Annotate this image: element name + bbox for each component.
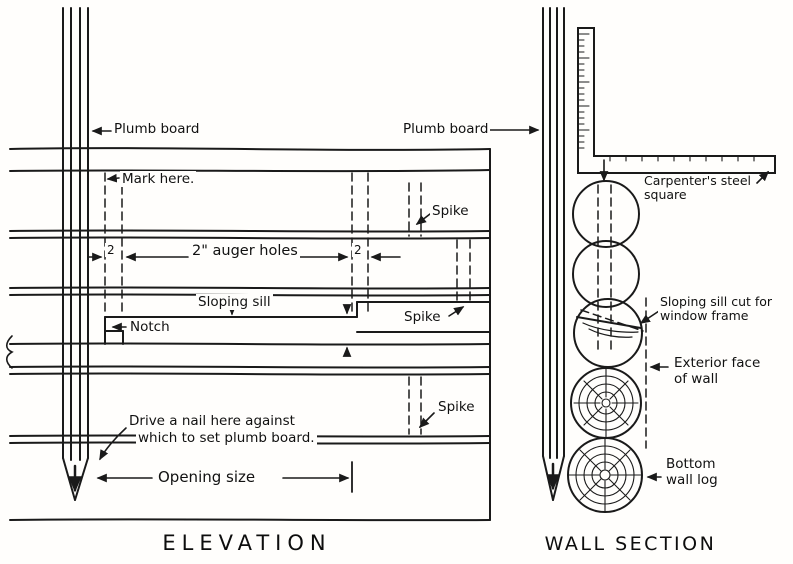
carpenters-square-label-line1: Carpenter's steel <box>644 173 751 188</box>
carpenters-square-label-line2: square <box>644 187 687 203</box>
spike-mid-label: Spike <box>402 309 443 326</box>
mark-here-leader-arrow <box>106 173 120 183</box>
spike-mid-leader-arrow <box>448 306 465 317</box>
spike-top-leader-arrow <box>415 213 431 225</box>
dim-2-right-label: 2 <box>352 243 364 258</box>
elevation-leaders-and-dimensions <box>87 126 465 493</box>
dim-2-left-label: 2 <box>105 243 117 258</box>
sill-cut-leader-arrow <box>639 310 660 324</box>
spike-bottom-leader-arrow <box>418 412 435 429</box>
wallsection-plumb-board-label: Plumb board <box>401 121 491 138</box>
drive-nail-note-line1: Drive a nail here against <box>127 413 297 430</box>
carpenters-square-ruler-ticks <box>577 33 755 162</box>
square-label-leader-arrow <box>756 170 770 184</box>
log-growth-rings <box>568 368 642 512</box>
exterior-face-label-line1: Exterior face <box>674 355 761 371</box>
exterior-face-label-line2: of wall <box>674 371 719 388</box>
sloping-sill-label: Sloping sill <box>196 294 273 311</box>
bottom-wall-log-label: Bottom wall log <box>664 456 720 489</box>
log-end-1 <box>572 180 640 248</box>
elevation-plumb-board-label: Plumb board <box>112 121 202 138</box>
elevation-plumb-board <box>62 7 89 501</box>
elevation-sloping-sill-outline <box>104 301 491 345</box>
bottom-wall-log-label-line2: wall log <box>666 472 718 489</box>
notch-label: Notch <box>128 319 172 336</box>
log-end-bottom <box>567 437 643 513</box>
elevation-title: ELEVATION <box>162 531 332 555</box>
log-end-sloping-sill <box>573 298 643 368</box>
spike-top-label: Spike <box>430 203 471 220</box>
wallsection-log-ends <box>567 180 643 513</box>
nail-note-leader-arrow <box>99 427 127 461</box>
carpenters-square-label: Carpenter's steel square <box>642 173 753 203</box>
wallsection-leaders <box>486 125 770 482</box>
wall-edge-mark <box>5 335 14 369</box>
sloping-sill-cut-label: Sloping sill cut for window frame <box>658 294 775 324</box>
bottom-wall-log-label-line1: Bottom <box>666 456 716 472</box>
wall-section-title: WALL SECTION <box>544 533 717 555</box>
wallsection-plumb-board <box>542 7 565 501</box>
sill-slope-hidden-line <box>580 309 644 332</box>
log-end-2 <box>572 240 640 308</box>
mark-here-label: Mark here. <box>120 171 197 188</box>
sloping-sill-cut-label-line2: window frame <box>660 308 749 324</box>
opening-size-label: Opening size <box>156 468 258 486</box>
wallsection-dashed-lines <box>580 184 647 449</box>
exterior-face-label: Exterior face of wall <box>672 355 763 388</box>
sloping-sill-cut-label-line1: Sloping sill cut for <box>660 294 773 309</box>
spike-bottom-label: Spike <box>436 399 477 416</box>
drive-nail-note-line2: which to set plumb board. <box>136 430 317 447</box>
elevation-auger-and-spike-dashed-lines <box>104 172 471 435</box>
carpenters-square-outline <box>577 27 776 174</box>
auger-holes-label: 2" auger holes <box>190 243 300 261</box>
